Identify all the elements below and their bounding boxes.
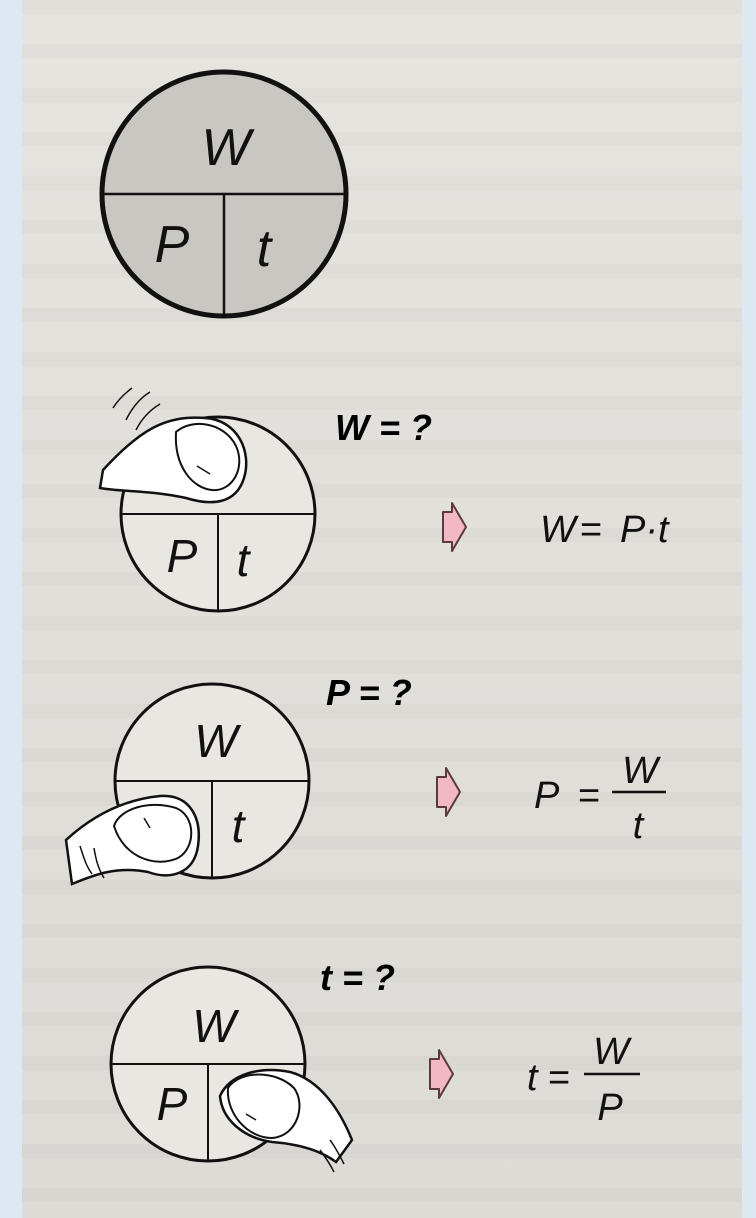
row-p: W t P = ? P = W t <box>64 672 666 886</box>
row-w-label-p: P <box>167 530 198 582</box>
row-t-label-p: P <box>157 1078 188 1130</box>
formula-diagram: W P t P t W = ? W = P·t W t <box>64 69 670 1173</box>
row-w-formula-rhs: P·t <box>620 509 670 551</box>
finger-icon <box>64 794 200 886</box>
row-p-formula-eq: = <box>578 775 600 817</box>
main-label-p: P <box>155 216 190 274</box>
row-w-label-t: t <box>237 534 252 586</box>
row-t-question: t = ? <box>320 957 395 998</box>
row-w-question: W = ? <box>335 407 432 448</box>
main-label-w: W <box>201 119 255 177</box>
arrow-icon <box>436 767 461 817</box>
row-t-formula-lhs: t <box>527 1057 539 1099</box>
arrow-icon <box>442 502 467 552</box>
row-w: P t W = ? W = P·t <box>98 387 670 613</box>
finger-icon <box>98 387 248 504</box>
main-formula-circle: W P t <box>99 69 349 319</box>
textbook-page: W P t P t W = ? W = P·t W t <box>22 0 742 1218</box>
row-t-formula-eq: = <box>548 1057 570 1099</box>
arrow-icon <box>429 1049 454 1099</box>
row-p-question: P = ? <box>326 672 412 713</box>
row-p-formula-lhs: P <box>534 775 560 817</box>
row-t-formula-num: W <box>593 1031 632 1073</box>
row-p-formula-den: t <box>633 805 645 847</box>
row-p-label-w: W <box>194 715 242 767</box>
row-w-formula-lhs: W <box>540 509 579 551</box>
main-label-t: t <box>257 220 274 278</box>
row-p-formula-num: W <box>622 750 661 792</box>
row-w-formula-eq: = <box>580 509 602 551</box>
row-p-label-t: t <box>232 800 247 852</box>
row-t-label-w: W <box>192 1000 240 1052</box>
finger-icon <box>218 1068 354 1173</box>
row-t-formula-den: P <box>597 1087 623 1129</box>
row-t: W P t = ? t = W P <box>109 957 640 1173</box>
